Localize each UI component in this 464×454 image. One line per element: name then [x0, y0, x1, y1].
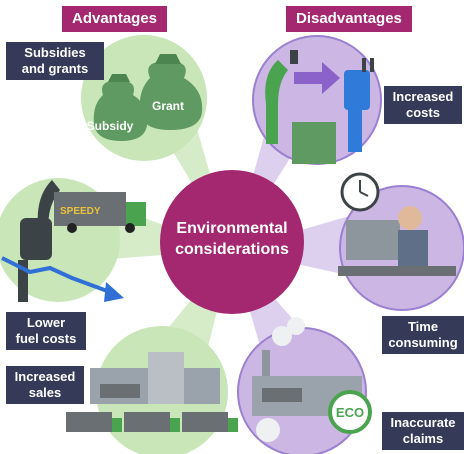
cash-stack-icon — [292, 122, 336, 164]
label-increased-sales-line1: Increased — [14, 369, 76, 384]
center-circle — [160, 170, 304, 314]
label-inaccurate-claims-line1: Inaccurate — [390, 415, 456, 430]
label-subsidies: Subsidies and grants — [6, 42, 104, 80]
factory-icon — [90, 352, 220, 404]
fuel-pump-icon — [265, 50, 298, 144]
label-increased-sales: Increased sales — [6, 366, 84, 404]
label-time-consuming-line1: Time — [407, 319, 439, 334]
clock-icon — [340, 172, 380, 212]
office-worker-icon — [338, 206, 456, 276]
label-time-consuming-line2: consuming — [388, 335, 458, 350]
delivery-truck-icon — [66, 412, 238, 432]
center-title-line1: Environmental — [176, 220, 288, 237]
disadvantages-header: Disadvantages — [286, 6, 412, 32]
label-subsidies-line2: and grants — [21, 61, 89, 76]
label-inaccurate-claims-line2: claims — [402, 431, 444, 446]
label-lower-fuel-line1: Lower — [26, 315, 66, 330]
label-increased-sales-line2: sales — [28, 385, 62, 400]
bag-label-subsidy: Subsidy — [87, 119, 134, 133]
label-time-consuming: Time consuming — [382, 316, 464, 354]
center-title: Environmental considerations — [164, 218, 300, 260]
label-inaccurate-claims: Inaccurate claims — [382, 412, 464, 450]
label-lower-fuel-line2: fuel costs — [15, 331, 77, 346]
advantages-header: Advantages — [62, 6, 168, 32]
eco-badge-text: ECO — [336, 405, 364, 420]
label-increased-costs: Increased costs — [384, 86, 462, 124]
arrow-down-icon — [1, 256, 111, 294]
label-lower-fuel: Lower fuel costs — [6, 312, 86, 350]
arrow-right-icon — [294, 62, 340, 94]
money-bag-icon — [93, 74, 148, 141]
delivery-truck-icon — [54, 192, 146, 233]
label-increased-costs-line1: Increased — [392, 89, 454, 104]
eco-badge-icon — [328, 390, 372, 434]
label-increased-costs-line2: costs — [406, 105, 440, 120]
ev-charger-icon — [344, 58, 374, 152]
label-subsidies-line1: Subsidies — [24, 45, 86, 60]
arrow-head — [104, 282, 124, 302]
bag-label-grant: Grant — [152, 99, 184, 113]
money-bag-icon — [139, 54, 203, 130]
truck-brand-text: SPEEDY — [60, 206, 101, 217]
center-title-line2: considerations — [175, 241, 289, 258]
